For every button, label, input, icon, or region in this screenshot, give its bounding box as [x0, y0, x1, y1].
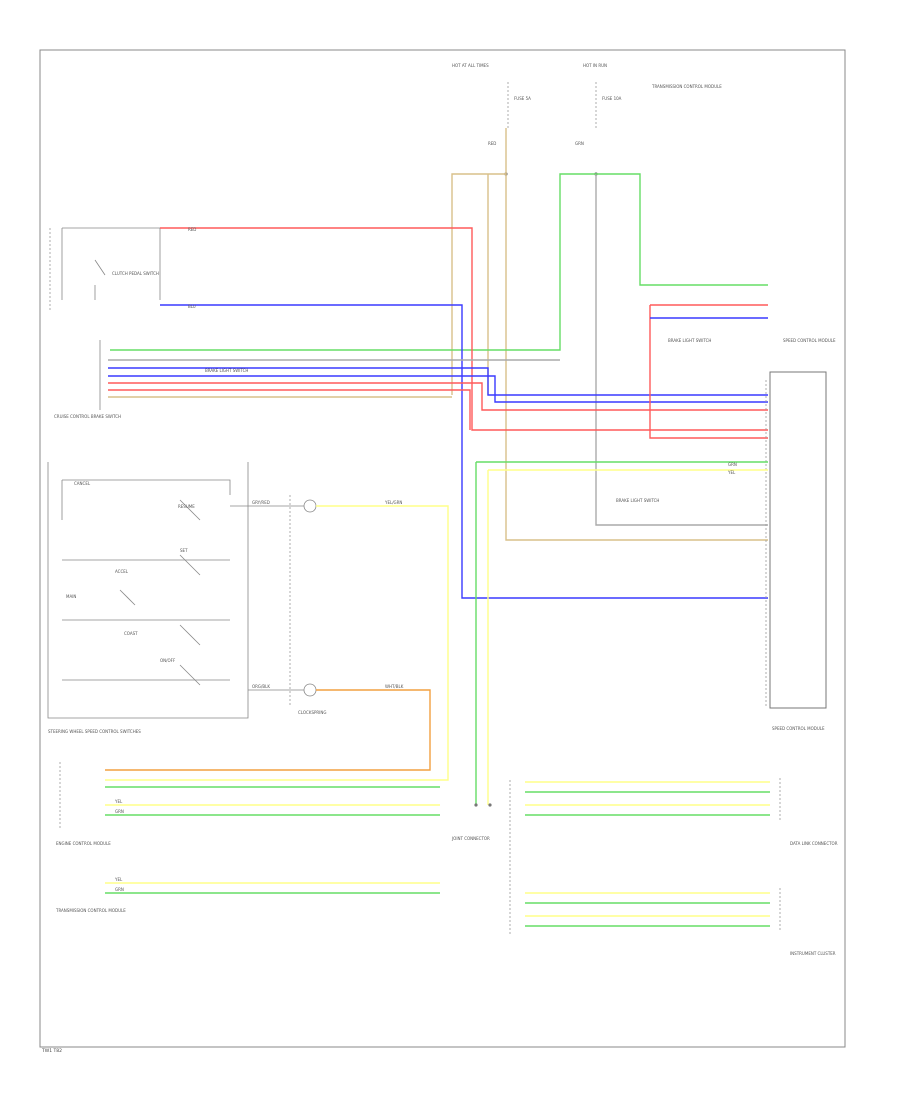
svg-text:RED: RED — [188, 227, 196, 232]
brake-switch-label: CRUISE CONTROL BRAKE SWITCH — [54, 414, 121, 419]
steering-switches-box: CANCEL RESUME SET ACCEL COAST ON/OFF MAI… — [47, 462, 249, 734]
instrument-cluster: INSTRUMENT CLUSTER — [525, 888, 836, 956]
top-wire-grn: GRN — [575, 141, 584, 146]
hot-label-2: HOT IN RUN — [583, 63, 607, 68]
clutch-switch-label: CLUTCH PEDAL SWITCH — [112, 271, 159, 276]
data-link-connector: DATA LINK CONNECTOR — [525, 778, 838, 846]
scm-top-connector: SPEED CONTROL MODULE BRAKE LIGHT SWITCH — [649, 304, 836, 439]
joint-connector: JOINT CONNECTOR — [451, 780, 511, 935]
scm-main-label: SPEED CONTROL MODULE — [772, 726, 825, 731]
steering-switches-label: STEERING WHEEL SPEED CONTROL SWITCHES — [48, 729, 141, 734]
engine-ctrl-label: ENGINE CONTROL MODULE — [56, 841, 111, 846]
switch-set: SET — [180, 548, 188, 553]
top-power-sources: HOT AT ALL TIMES HOT IN RUN TRANSMISSION… — [452, 63, 722, 176]
svg-text:YEL/GRN: YEL/GRN — [384, 500, 402, 505]
fuse-2-label: FUSE 10A — [602, 96, 622, 101]
transmission-control-module: YEL GRN TRANSMISSION CONTROL MODULE — [55, 877, 440, 913]
svg-text:GRN: GRN — [115, 887, 124, 892]
svg-text:YEL: YEL — [114, 799, 123, 804]
top-wire-red: RED — [488, 141, 496, 146]
switch-cancel: CANCEL — [74, 481, 91, 486]
brake-light-ref: BRAKE LIGHT SWITCH — [205, 368, 248, 373]
footer-id: TW1 T82 — [41, 1048, 62, 1054]
scm-top-label: SPEED CONTROL MODULE — [783, 338, 836, 343]
svg-text:GRY/RED: GRY/RED — [252, 500, 270, 505]
clockspring: CLOCKSPRING — [289, 495, 326, 715]
switch-main: MAIN — [66, 594, 76, 599]
svg-text:GRN: GRN — [728, 462, 737, 467]
svg-text:BRAKE LIGHT SWITCH: BRAKE LIGHT SWITCH — [616, 498, 659, 503]
svg-text:ORG/BLK: ORG/BLK — [252, 684, 270, 689]
tcm-ref-label: TRANSMISSION CONTROL MODULE — [651, 84, 722, 89]
fuse-1-label: FUSE 5A — [514, 96, 531, 101]
engine-control-module: YEL GRN ENGINE CONTROL MODULE — [56, 762, 440, 846]
data-link-label: DATA LINK CONNECTOR — [790, 841, 838, 846]
diagram-border — [39, 49, 846, 1048]
svg-text:YEL: YEL — [727, 470, 736, 475]
instrument-cluster-label: INSTRUMENT CLUSTER — [790, 951, 836, 956]
switch-coast: COAST — [124, 631, 138, 636]
switch-resume: RESUME — [178, 504, 195, 509]
svg-text:GRN: GRN — [115, 809, 124, 814]
clockspring-label: CLOCKSPRING — [298, 710, 326, 715]
trans-ctrl-label: TRANSMISSION CONTROL MODULE — [55, 908, 126, 913]
hot-label-1: HOT AT ALL TIMES — [452, 63, 489, 68]
svg-text:BLU: BLU — [188, 304, 196, 309]
switch-accel: ACCEL — [115, 569, 129, 574]
joint-connector-label: JOINT CONNECTOR — [451, 836, 490, 841]
svg-text:WHT/BLK: WHT/BLK — [385, 684, 404, 689]
svg-text:YEL: YEL — [114, 877, 123, 882]
scm-main: SPEED CONTROL MODULE — [765, 371, 827, 731]
svg-text:BRAKE LIGHT SWITCH: BRAKE LIGHT SWITCH — [668, 338, 711, 343]
switch-onoff: ON/OFF — [160, 658, 176, 663]
